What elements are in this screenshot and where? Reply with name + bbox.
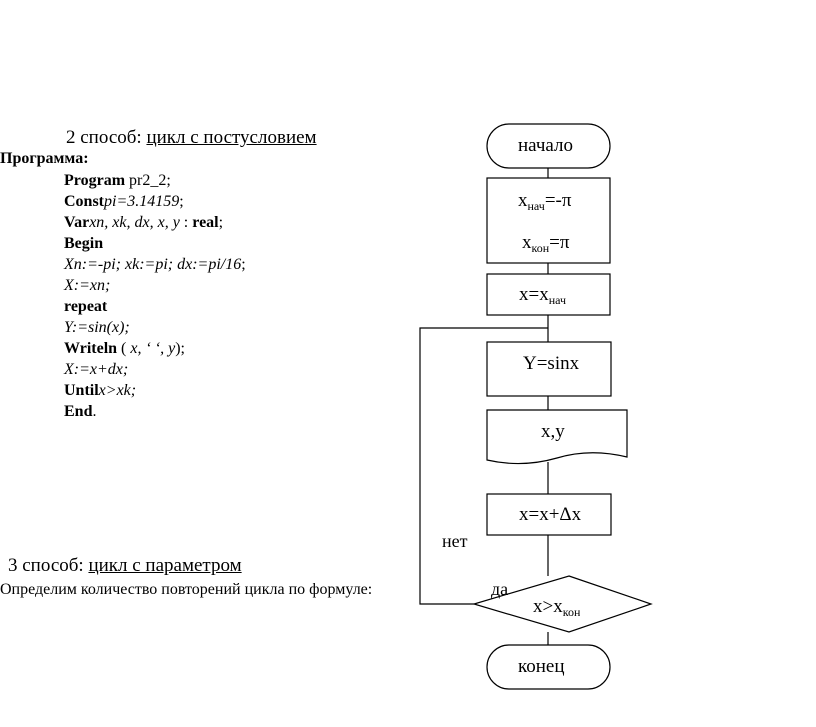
code-line-2: Constpi=3.14159; (64, 193, 184, 210)
yes-label: да (491, 579, 509, 599)
init-label-1: xнач=-π (518, 190, 572, 213)
output-document (486, 409, 628, 465)
code-line-6: X:=xn; (64, 277, 111, 294)
assign-label: x=xнач (519, 284, 567, 307)
increment-label: x=x+Δx (519, 504, 582, 525)
compute-label: Y=sinx (523, 353, 580, 374)
code-line-7: repeat (64, 298, 108, 315)
end-terminator (486, 644, 611, 690)
code-line-3: Varxn, xk, dx, x, y : real; (64, 214, 224, 231)
method3-line: Определим количество повторений цикла по… (0, 581, 373, 598)
method3-title: цикл с параметром (88, 555, 242, 576)
method3-prefix: 3 способ: (8, 555, 89, 576)
code-line-9: Writeln ( x, ‘ ‘, y); (64, 340, 185, 357)
init-label-2: xкон=π (522, 232, 570, 255)
no-label: нет (442, 531, 468, 551)
code-line-5: Xn:=-pi; xk:=pi; dx:=pi/16; (64, 256, 246, 273)
method2-title: цикл с постусловием (146, 127, 317, 148)
condition-diamond (471, 575, 653, 633)
method3-heading: 3 способ: цикл с параметром (8, 555, 242, 577)
method2-prefix: 2 способ: (66, 127, 147, 148)
method2-heading: 2 способ: цикл с постусловием (66, 127, 317, 149)
code-line-12: End. (64, 403, 97, 420)
program-label: Программа: (0, 150, 89, 167)
output-label: x,y (541, 421, 565, 442)
compute-block (486, 341, 612, 397)
loop-back-line (419, 327, 548, 605)
code-line-8: Y:=sin(x); (64, 319, 130, 336)
start-label: начало (518, 135, 573, 156)
code-line-11: Untilx>xk; (64, 382, 137, 399)
code-listing: Program pr2_2; Constpi=3.14159; Varxn, x… (64, 170, 246, 422)
condition-label: x>xкон (533, 596, 581, 618)
code-line-1: Program pr2_2; (64, 172, 171, 189)
end-label: конец (518, 656, 565, 677)
increment-block (486, 493, 612, 536)
code-line-10: X:=x+dx; (64, 361, 129, 378)
code-line-4: Begin (64, 235, 104, 252)
